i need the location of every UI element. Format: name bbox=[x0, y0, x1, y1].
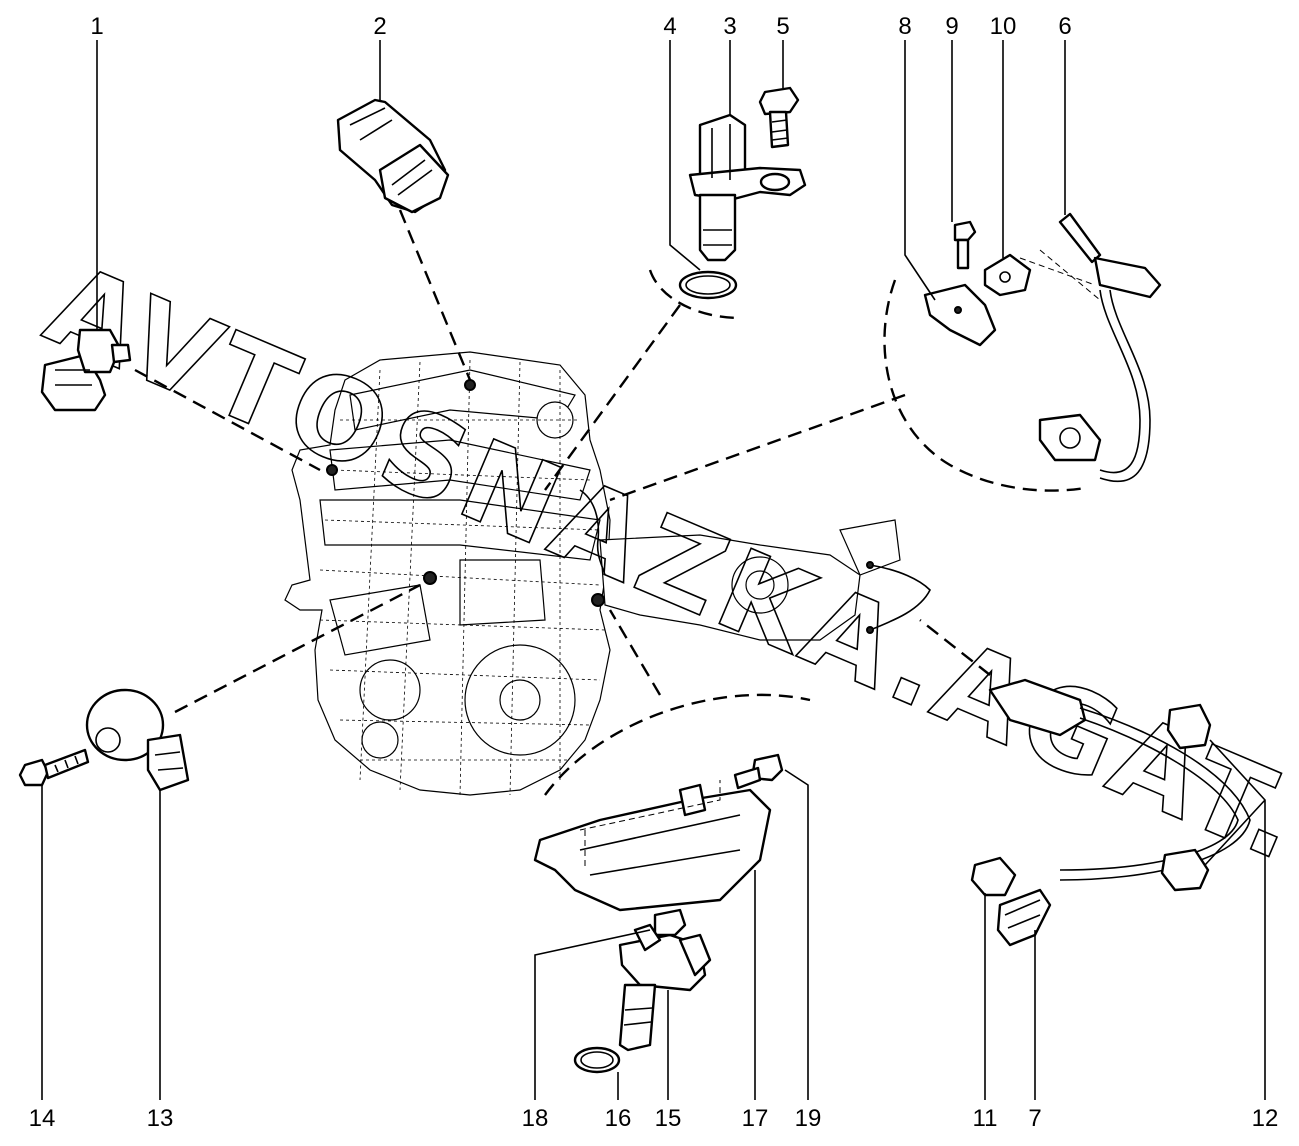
callout-5: 5 bbox=[776, 13, 789, 40]
callout-17: 17 bbox=[742, 1105, 769, 1132]
connection-line-1 bbox=[134, 368, 321, 472]
part-5-bolt bbox=[758, 86, 800, 149]
part-6-sensor-harness bbox=[1038, 212, 1162, 483]
callout-18: 18 bbox=[522, 1105, 549, 1132]
part-13-knock-sensor bbox=[85, 688, 190, 792]
callout-9: 9 bbox=[945, 13, 958, 40]
callout-labels: 1 2 3 4 5 6 7 8 9 10 11 12 13 14 15 16 1… bbox=[29, 13, 1279, 1132]
callout-7: 7 bbox=[1028, 1105, 1041, 1132]
part-9-bolt bbox=[953, 220, 977, 270]
callout-12: 12 bbox=[1252, 1105, 1279, 1132]
section-arc-6 bbox=[883, 279, 1086, 492]
callout-4: 4 bbox=[663, 13, 676, 40]
callout-1: 1 bbox=[90, 13, 103, 40]
callout-10: 10 bbox=[990, 13, 1017, 40]
leader-lines bbox=[41, 40, 1266, 1100]
callout-16: 16 bbox=[605, 1105, 632, 1132]
connection-line-3 bbox=[544, 304, 681, 491]
part-12-clips bbox=[1160, 703, 1212, 892]
part-19-bolt bbox=[733, 753, 784, 790]
connection-line-2 bbox=[398, 209, 472, 381]
callout-19: 19 bbox=[795, 1105, 822, 1132]
part-8-bracket bbox=[923, 283, 997, 347]
callout-11: 11 bbox=[973, 1105, 998, 1132]
part-17-shield bbox=[533, 783, 772, 912]
callout-13: 13 bbox=[147, 1105, 174, 1132]
part-14-bolt bbox=[18, 748, 90, 787]
part-3-sensor bbox=[688, 113, 807, 262]
part-1-sensor bbox=[40, 328, 132, 412]
callout-6: 6 bbox=[1058, 13, 1071, 40]
connection-line-7 bbox=[919, 619, 991, 676]
engine-block bbox=[284, 351, 931, 796]
callout-3: 3 bbox=[723, 13, 736, 40]
part-11-clip bbox=[970, 856, 1017, 897]
connection-line-6 bbox=[609, 393, 906, 502]
callout-2: 2 bbox=[373, 13, 386, 40]
callout-14: 14 bbox=[29, 1105, 56, 1132]
part-10-clip bbox=[983, 253, 1032, 297]
section-arc-4 bbox=[648, 269, 741, 320]
part-2-connector bbox=[336, 98, 450, 214]
connection-line-17 bbox=[608, 609, 662, 696]
part-7-sensor-harness bbox=[988, 678, 1251, 947]
part-15-sensor bbox=[618, 933, 712, 1052]
callout-8: 8 bbox=[898, 13, 911, 40]
callout-15: 15 bbox=[655, 1105, 682, 1132]
connection-line-13 bbox=[174, 583, 421, 714]
